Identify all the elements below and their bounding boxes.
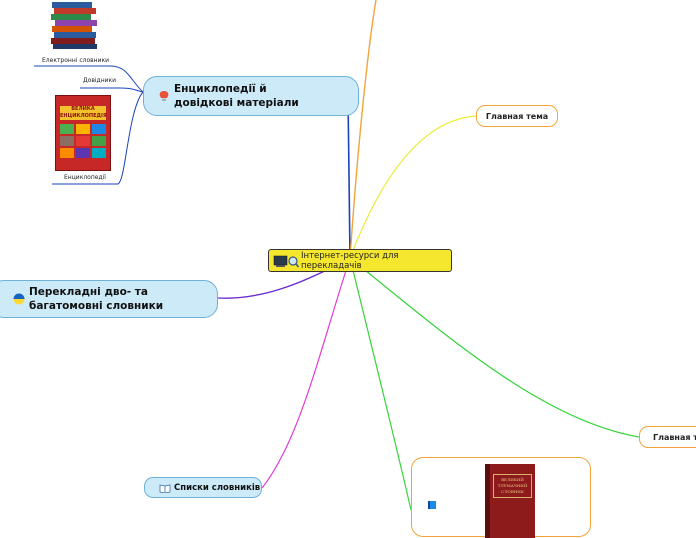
dictionary-image-node[interactable]: ВЕЛИКИЙ ТЛУМАЧНИЙ СЛОВНИК xyxy=(411,457,591,538)
link-encyclopedias xyxy=(347,97,351,259)
encyclopedias-label: Енциклопедії й довідкові матеріали xyxy=(174,83,299,109)
translation-dictionaries-node[interactable]: Перекладні дво- та багатомовні словники xyxy=(0,280,218,318)
encyclopedia-cover-image: ВЕЛИКА ЕНЦИКЛОПЕДІЯ xyxy=(55,95,111,171)
translation-dictionaries-label: Перекладні дво- та багатомовні словники xyxy=(29,286,164,312)
encyclopedias-node[interactable]: Енциклопедії й довідкові матеріали xyxy=(143,76,359,116)
lightbulb-icon xyxy=(159,91,169,101)
central-topic[interactable]: Інтернет-ресурси для перекладачів xyxy=(268,249,452,272)
link-reference xyxy=(80,87,144,93)
link-encyclopedia xyxy=(52,91,144,185)
dictionary-book-cover-text: ВЕЛИКИЙ ТЛУМАЧНИЙ СЛОВНИК xyxy=(493,474,532,498)
link-topic-2 xyxy=(349,257,640,438)
e-dictionaries-label[interactable]: Електронні словники xyxy=(42,57,110,64)
reference-label[interactable]: Довідники xyxy=(83,77,117,84)
link-lists xyxy=(261,257,351,489)
dictionary-book-image: ВЕЛИКИЙ ТЛУМАЧНИЙ СЛОВНИК xyxy=(485,464,535,538)
main-topic-2-label: Главная тема xyxy=(653,432,696,442)
ukraine-flag-icon xyxy=(13,293,25,305)
dictionary-lists-label: Списки словників xyxy=(174,482,261,493)
encyclopedia-cover-text: ВЕЛИКА ЕНЦИКЛОПЕДІЯ xyxy=(60,106,107,120)
encyclopedia-label[interactable]: Енциклопедії xyxy=(64,174,106,181)
dictionary-lists-node[interactable]: Списки словників xyxy=(144,477,262,498)
link-image-topic xyxy=(349,257,412,511)
link-topic-1 xyxy=(349,115,477,259)
link-e-dictionaries xyxy=(34,65,144,93)
open-book-icon xyxy=(159,484,171,493)
central-topic-label: Інтернет-ресурси для перекладачів xyxy=(301,250,399,271)
computer-search-icon xyxy=(273,255,299,268)
main-topic-1-label: Главная тема xyxy=(485,111,549,121)
link-top-branch xyxy=(349,0,377,259)
main-topic-1[interactable]: Главная тема xyxy=(476,105,558,127)
main-topic-2[interactable]: Главная тема xyxy=(639,426,696,448)
books-stack-image xyxy=(51,2,97,49)
book-icon xyxy=(428,501,436,509)
